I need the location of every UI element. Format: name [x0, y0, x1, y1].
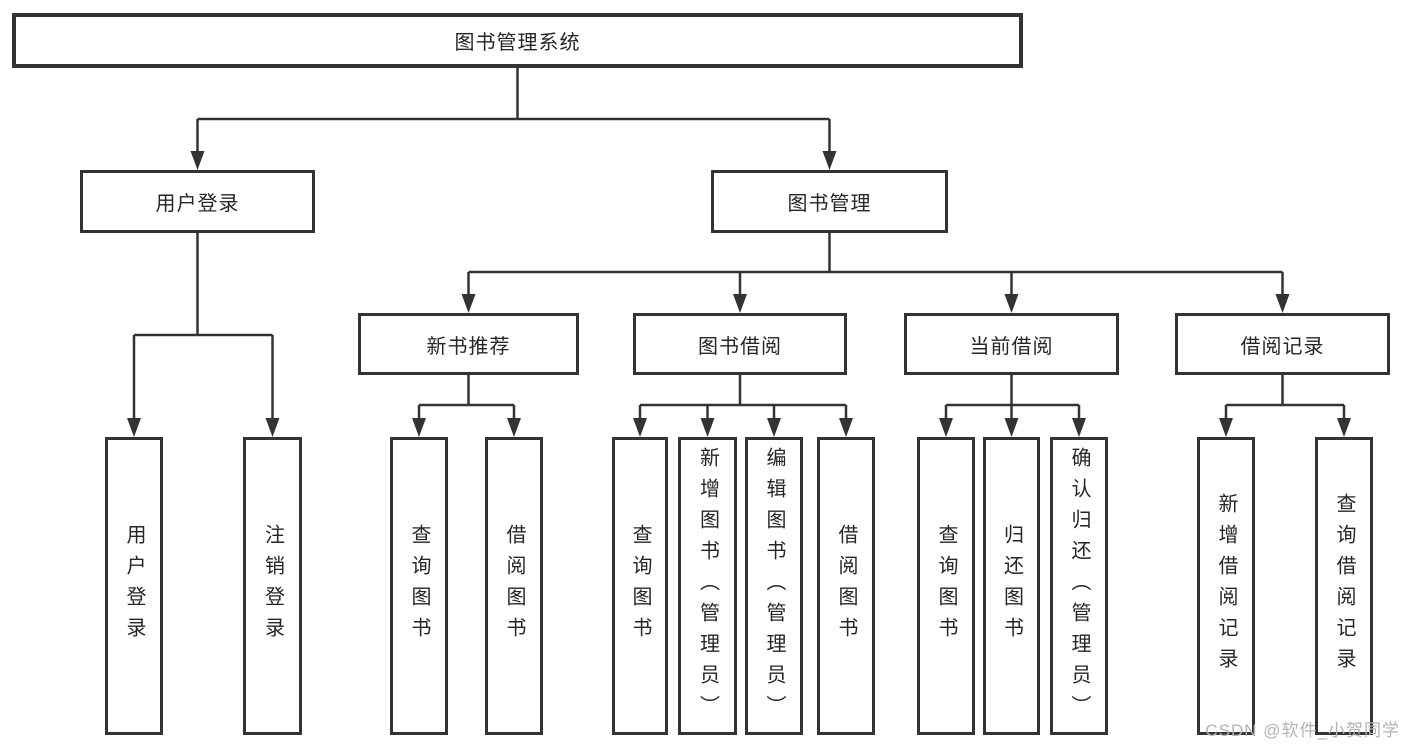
leaf-borrow-books-1: 借阅图书 [485, 437, 543, 735]
arrow-icon [633, 418, 647, 437]
arrow-icon [507, 418, 521, 437]
arrow-icon [767, 418, 781, 437]
node-label: 查询图书 [408, 524, 430, 648]
edge-current-borrow-to-leaves [944, 375, 1081, 420]
node-label: 编辑图书（管理员） [763, 446, 785, 726]
arrow-icon [1337, 418, 1351, 437]
node-new-book-recommend: 新书推荐 [358, 313, 579, 375]
node-book-borrow: 图书借阅 [633, 313, 847, 375]
node-library-system: 图书管理系统 [12, 13, 1023, 68]
leaf-return-book: 归还图书 [983, 437, 1040, 735]
edge-new-book-to-leaves [417, 375, 516, 420]
node-label: 借阅记录 [1240, 335, 1325, 358]
arrow-icon [461, 294, 476, 313]
arrow-icon [190, 151, 205, 170]
watermark: CSDN @软件_小贺同学 [1205, 721, 1400, 740]
node-current-borrow: 当前借阅 [904, 313, 1119, 375]
leaf-edit-book-admin: 编辑图书（管理员） [745, 437, 803, 735]
node-label: 新增图书（管理员） [696, 446, 719, 726]
leaf-user-login: 用户登录 [105, 437, 163, 735]
leaf-query-books-1: 查询图书 [390, 437, 448, 735]
arrow-icon [1219, 418, 1233, 437]
arrowheads [127, 151, 1351, 437]
leaf-logout: 注销登录 [243, 437, 302, 735]
leaf-query-books-3: 查询图书 [917, 437, 975, 735]
node-label: 用户登录 [155, 193, 240, 215]
arrow-icon [1004, 294, 1019, 313]
node-label: 归还图书 [1000, 524, 1023, 648]
node-label: 图书管理 [787, 193, 872, 215]
arrow-icon [822, 151, 837, 170]
arrow-icon [1275, 294, 1290, 313]
leaf-query-books-2: 查询图书 [612, 437, 668, 735]
arrow-icon [1072, 418, 1086, 437]
edge-book-management-to-level3 [467, 233, 1284, 296]
edge-user-login-to-leaves [132, 233, 274, 420]
node-label: 查询借阅记录 [1333, 493, 1355, 679]
leaf-add-borrow-record: 新增借阅记录 [1197, 437, 1255, 735]
node-label: 借阅图书 [835, 524, 857, 648]
node-label: 用户登录 [123, 524, 145, 648]
node-borrow-records: 借阅记录 [1175, 313, 1390, 375]
arrow-icon [839, 418, 853, 437]
node-label: 新增借阅记录 [1215, 493, 1237, 679]
node-label: 借阅图书 [503, 524, 525, 648]
arrow-icon [265, 418, 280, 437]
arrow-icon [412, 418, 426, 437]
node-label: 确认归还（管理员） [1068, 446, 1090, 726]
node-user-login: 用户登录 [80, 170, 315, 233]
arrow-icon [939, 418, 953, 437]
arrow-icon [127, 418, 141, 437]
node-label: 注销登录 [261, 524, 284, 648]
arrow-icon [733, 294, 747, 313]
node-label: 图书管理系统 [454, 32, 581, 54]
node-label: 当前借阅 [969, 335, 1054, 358]
node-label: 查询图书 [935, 524, 957, 648]
node-label: 图书借阅 [698, 335, 782, 358]
arrow-icon [700, 418, 715, 437]
leaf-confirm-return-admin: 确认归还（管理员） [1050, 437, 1108, 735]
arrow-icon [1004, 418, 1019, 437]
edge-records-to-leaves [1224, 375, 1346, 420]
leaf-borrow-books-2: 借阅图书 [817, 437, 875, 735]
node-label: 查询图书 [629, 524, 651, 648]
node-book-management: 图书管理 [711, 170, 948, 233]
leaf-query-borrow-record: 查询借阅记录 [1315, 437, 1373, 735]
node-label: 新书推荐 [426, 335, 511, 358]
leaf-add-book-admin: 新增图书（管理员） [678, 437, 737, 735]
edge-root-to-level2 [196, 68, 831, 153]
edge-book-borrow-to-leaves [638, 375, 848, 420]
